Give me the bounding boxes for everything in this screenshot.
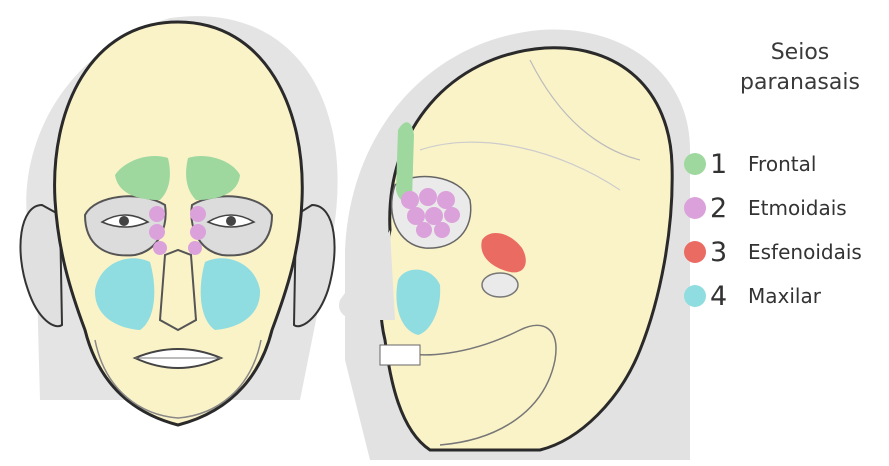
legend-title-line2: paranasais [720, 68, 880, 98]
legend-label: Maxilar [748, 284, 821, 308]
side-skull [339, 29, 690, 460]
legend-title-line1: Seios [720, 38, 880, 68]
ear-canal [482, 273, 518, 297]
frontal-sinus-side [396, 122, 414, 202]
legend-number: 4 [710, 281, 734, 312]
legend-item-frontal: 1 Frontal [684, 142, 862, 186]
front-skull [20, 16, 337, 425]
side-teeth [380, 345, 420, 365]
maxilar-color-dot [684, 285, 706, 307]
legend-number: 1 [710, 149, 734, 180]
legend-label: Etmoidais [748, 196, 847, 220]
legend-item-esfenoidais: 3 Esfenoidais [684, 230, 862, 274]
legend-title: Seios paranasais [720, 38, 880, 98]
etmoidais-color-dot [684, 197, 706, 219]
esfenoidais-color-dot [684, 241, 706, 263]
legend-number: 3 [710, 237, 734, 268]
legend: 1 Frontal 2 Etmoidais 3 Esfenoidais 4 Ma… [684, 142, 862, 318]
nasal-cavity [160, 250, 196, 330]
legend-item-maxilar: 4 Maxilar [684, 274, 862, 318]
right-pupil [226, 216, 236, 226]
legend-number: 2 [710, 193, 734, 224]
legend-label: Frontal [748, 152, 816, 176]
left-pupil [119, 216, 129, 226]
legend-label: Esfenoidais [748, 240, 862, 264]
legend-item-etmoidais: 2 Etmoidais [684, 186, 862, 230]
frontal-color-dot [684, 153, 706, 175]
